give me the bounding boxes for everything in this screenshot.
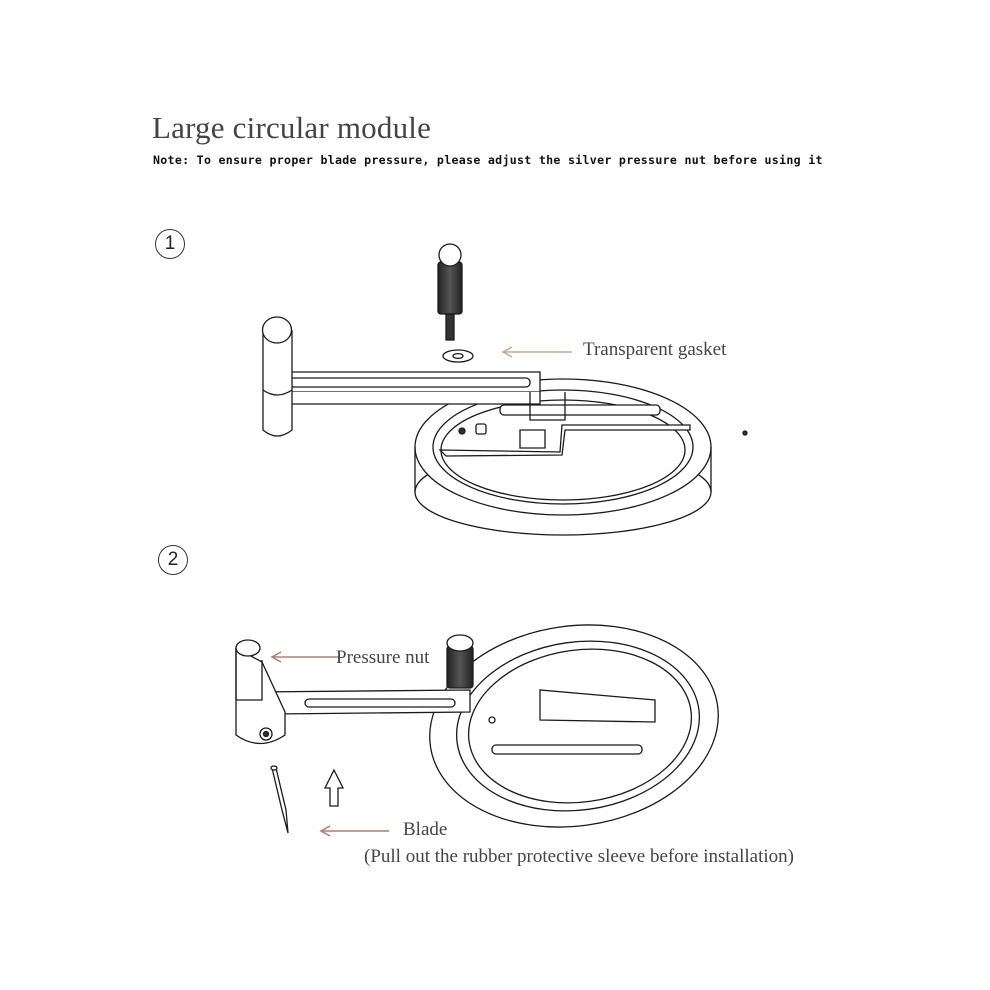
blade-note-label: (Pull out the rubber protective sleeve b… (364, 846, 794, 867)
transparent-gasket (442, 349, 474, 363)
blade-arrow (319, 825, 389, 837)
pressure-nut-arrow (270, 651, 340, 663)
blade (270, 765, 289, 834)
gasket-arrow (501, 346, 572, 358)
step-2-badge: 2 (158, 545, 188, 575)
step-1-badge: 1 (155, 229, 185, 259)
usage-note: Note: To ensure proper blade pressure, p… (153, 153, 823, 167)
step-1-illustration (261, 243, 748, 536)
circle-ring-tilted (429, 624, 719, 828)
gasket-label: Transparent gasket (583, 339, 727, 360)
step-2-illustration (235, 624, 719, 834)
diagram-title: Large circular module (152, 110, 432, 145)
blade-label: Blade (403, 819, 448, 840)
pressure-nut (437, 243, 463, 341)
inner-plate (438, 404, 748, 457)
insert-up-arrow (323, 768, 345, 807)
pressure-nut-installed (446, 634, 474, 689)
pressure-nut-label: Pressure nut (336, 647, 430, 668)
pivot-handle-2 (235, 639, 286, 745)
pivot-handle (261, 316, 293, 437)
